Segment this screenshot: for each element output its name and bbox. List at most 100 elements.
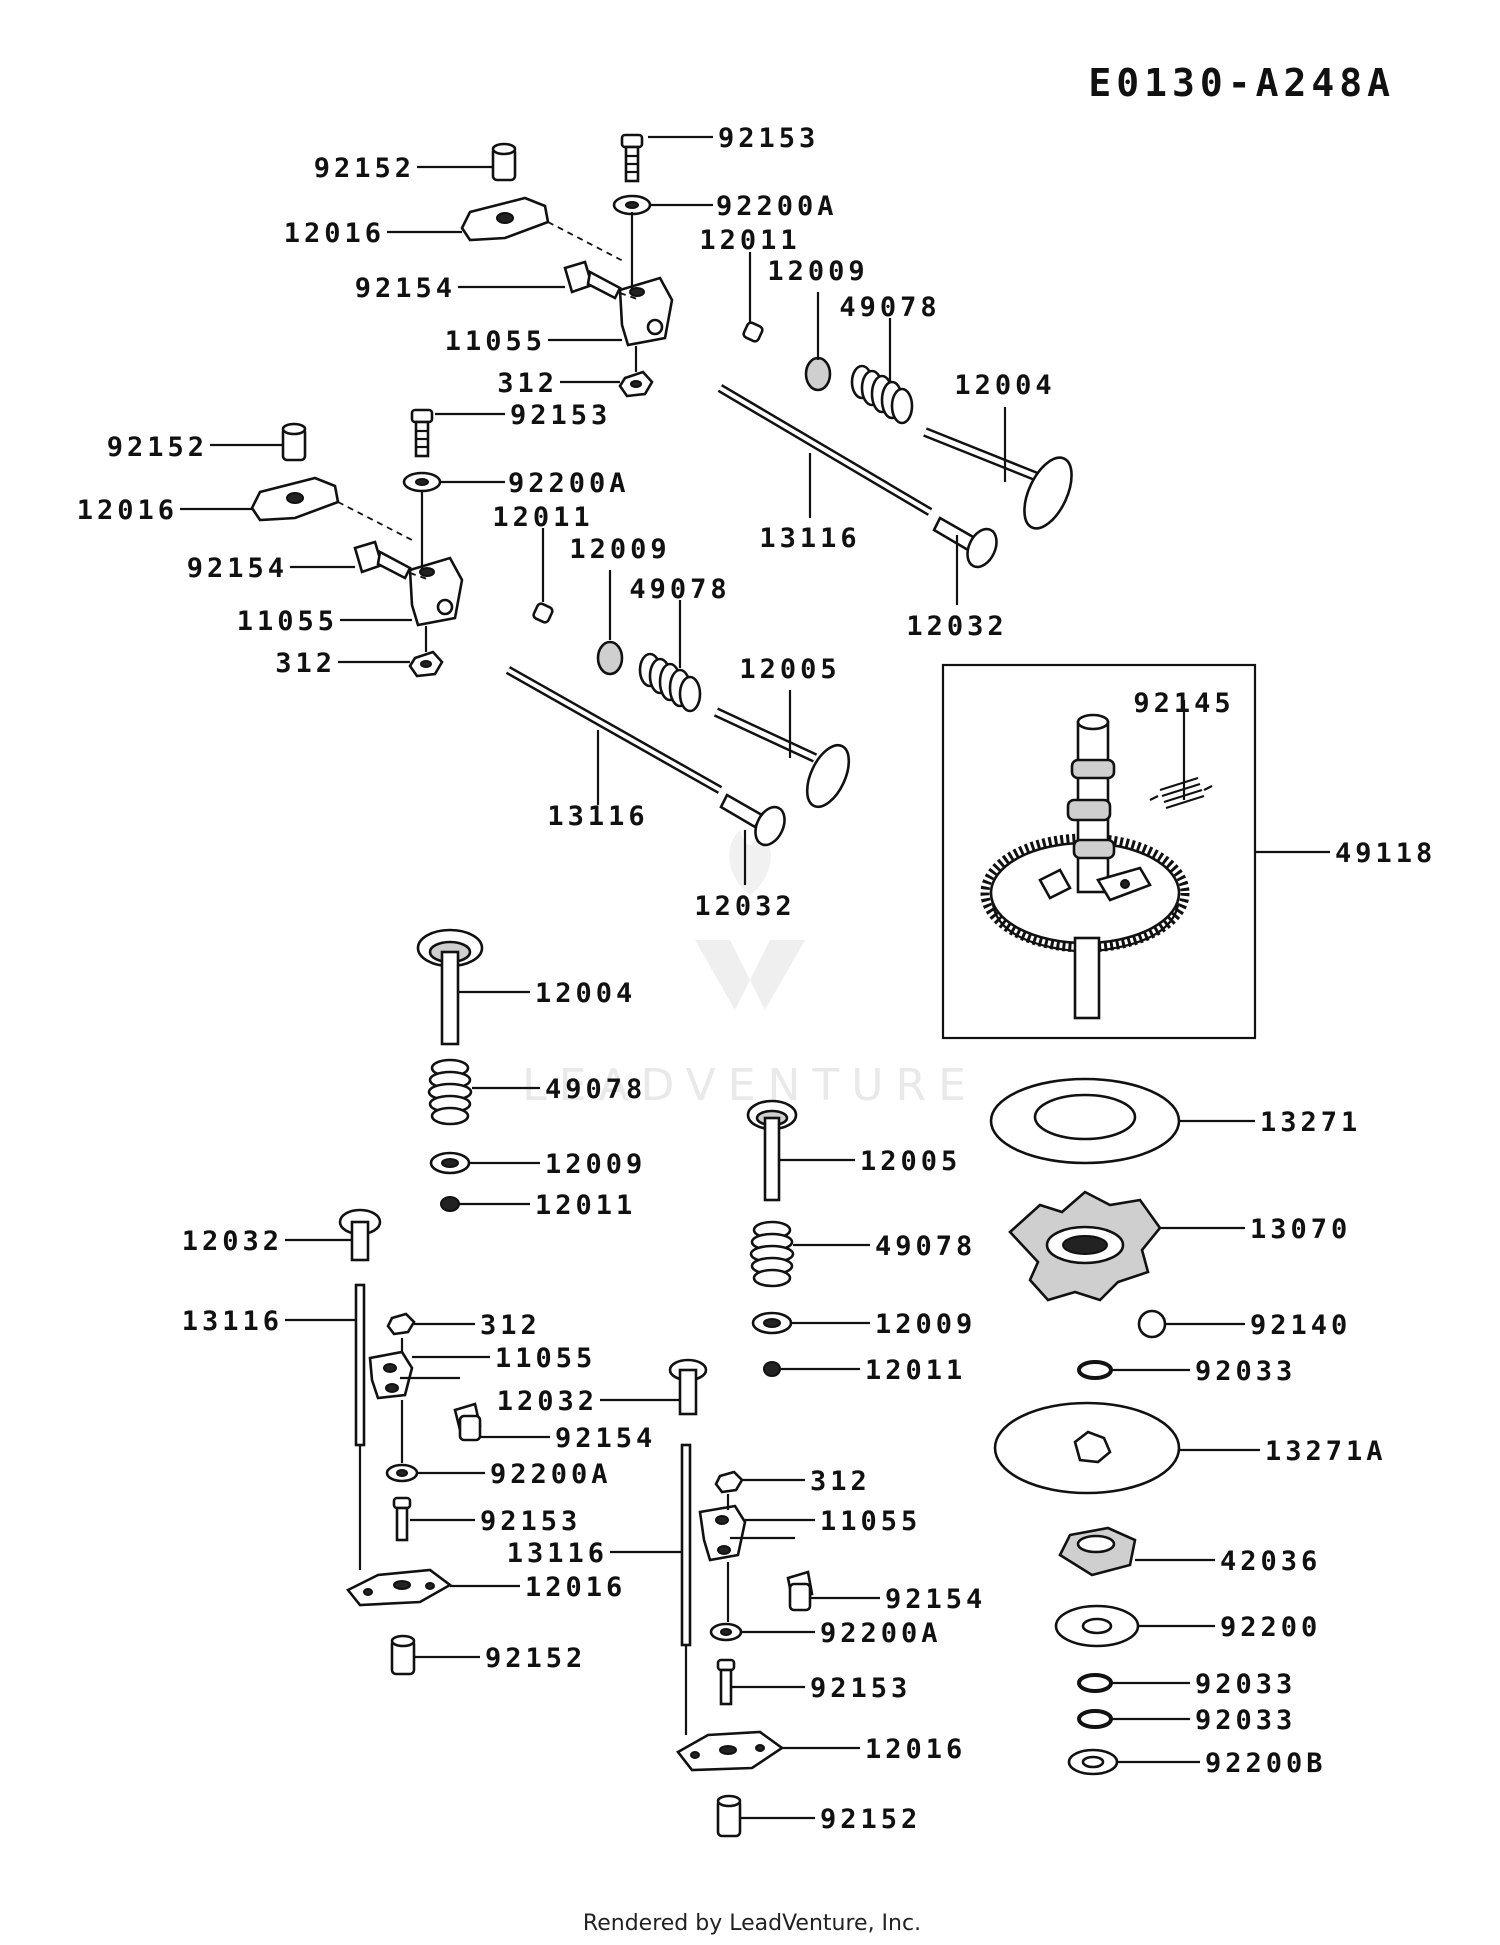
bolt-92154-upper-2[interactable] bbox=[353, 540, 431, 581]
holder-13070[interactable] bbox=[1008, 1190, 1162, 1302]
callout-92153[interactable]: 92153 bbox=[480, 1506, 581, 1537]
callout-12011[interactable]: 12011 bbox=[492, 502, 593, 533]
callout-92200B[interactable]: 92200B bbox=[1205, 1748, 1327, 1779]
pivot-92152-lower-center[interactable] bbox=[716, 1794, 742, 1838]
retainer-12009-upper-2[interactable] bbox=[596, 640, 624, 676]
callout-12004[interactable]: 12004 bbox=[535, 978, 636, 1009]
callout-12005[interactable]: 12005 bbox=[860, 1146, 961, 1177]
rocker-arm-12016-lower-left[interactable] bbox=[345, 1568, 453, 1607]
callout-12011[interactable]: 12011 bbox=[699, 225, 800, 256]
callout-11055[interactable]: 11055 bbox=[445, 326, 546, 357]
plate-13271[interactable] bbox=[989, 1077, 1181, 1165]
callout-13070[interactable]: 13070 bbox=[1250, 1214, 1351, 1245]
callout-92152[interactable]: 92152 bbox=[820, 1804, 921, 1835]
retainer-12009-upper-1[interactable] bbox=[804, 356, 832, 392]
callout-49078[interactable]: 49078 bbox=[545, 1074, 646, 1105]
callout-92200A[interactable]: 92200A bbox=[716, 191, 838, 222]
washer-92200A-upper-2[interactable] bbox=[402, 471, 442, 493]
callout-92154[interactable]: 92154 bbox=[187, 553, 288, 584]
callout-92152[interactable]: 92152 bbox=[107, 432, 208, 463]
pushrod-13116-lower-center[interactable] bbox=[680, 1443, 692, 1647]
collet-12011-upper-1[interactable] bbox=[742, 321, 764, 343]
tappet-12032-upper-2[interactable] bbox=[719, 793, 790, 850]
washer-92200A-upper-1[interactable] bbox=[612, 194, 652, 216]
callout-49078[interactable]: 49078 bbox=[629, 574, 730, 605]
washer-92200A-lower-left[interactable] bbox=[385, 1463, 419, 1483]
retainer-12009-middle-2[interactable] bbox=[751, 1311, 793, 1335]
guide-11055-lower-center[interactable] bbox=[698, 1504, 795, 1562]
bolt-92154-lower-center[interactable] bbox=[786, 1570, 814, 1612]
pivot-92152-upper-1[interactable] bbox=[491, 142, 517, 182]
callout-312[interactable]: 312 bbox=[275, 648, 336, 679]
tappet-12032-lower-center[interactable] bbox=[668, 1358, 708, 1416]
callout-12009[interactable]: 12009 bbox=[875, 1309, 976, 1340]
bolt-92154-lower-left[interactable] bbox=[453, 1402, 482, 1442]
callout-13116[interactable]: 13116 bbox=[759, 523, 860, 554]
callout-92154[interactable]: 92154 bbox=[355, 273, 456, 304]
callout-92033[interactable]: 92033 bbox=[1195, 1356, 1296, 1387]
callout-92200A[interactable]: 92200A bbox=[820, 1618, 942, 1649]
circlip-92033-2[interactable] bbox=[1077, 1673, 1113, 1693]
spring-49078-middle-2[interactable] bbox=[749, 1220, 795, 1288]
callout-12009[interactable]: 12009 bbox=[545, 1149, 646, 1180]
callout-92153[interactable]: 92153 bbox=[810, 1673, 911, 1704]
callout-12011[interactable]: 12011 bbox=[865, 1355, 966, 1386]
washer-92200[interactable] bbox=[1054, 1604, 1140, 1648]
callout-12005[interactable]: 12005 bbox=[739, 654, 840, 685]
bolt-92153-upper-1[interactable] bbox=[620, 133, 644, 183]
callout-13116[interactable]: 13116 bbox=[547, 801, 648, 832]
callout-312[interactable]: 312 bbox=[497, 368, 558, 399]
callout-92033[interactable]: 92033 bbox=[1195, 1669, 1296, 1700]
valve-12004-middle[interactable] bbox=[416, 928, 484, 1046]
callout-92033[interactable]: 92033 bbox=[1195, 1705, 1296, 1736]
callout-12009[interactable]: 12009 bbox=[569, 534, 670, 565]
callout-12011[interactable]: 12011 bbox=[535, 1190, 636, 1221]
circlip-92033-1[interactable] bbox=[1077, 1360, 1113, 1380]
washer-92200B[interactable] bbox=[1067, 1748, 1119, 1776]
pushrod-13116-upper-1[interactable] bbox=[717, 384, 933, 516]
callout-49078[interactable]: 49078 bbox=[839, 292, 940, 323]
collet-12011-upper-2[interactable] bbox=[532, 602, 554, 624]
callout-12004[interactable]: 12004 bbox=[954, 370, 1055, 401]
callout-12032[interactable]: 12032 bbox=[497, 1386, 598, 1417]
nut-42036[interactable] bbox=[1058, 1526, 1137, 1577]
callout-92200A[interactable]: 92200A bbox=[508, 468, 630, 499]
spring-49078-upper-1[interactable] bbox=[850, 364, 914, 425]
callout-13116[interactable]: 13116 bbox=[507, 1538, 608, 1569]
bolt-92154-upper-1[interactable] bbox=[563, 260, 641, 301]
guide-11055-lower-left[interactable] bbox=[368, 1350, 460, 1400]
callout-12016[interactable]: 12016 bbox=[865, 1734, 966, 1765]
callout-12016[interactable]: 12016 bbox=[525, 1572, 626, 1603]
callout-312[interactable]: 312 bbox=[810, 1466, 871, 1497]
pushrod-13116-lower-left[interactable] bbox=[354, 1283, 366, 1447]
valve-12005-middle[interactable] bbox=[746, 1099, 798, 1202]
tappet-12032-lower-left[interactable] bbox=[338, 1208, 382, 1262]
rocker-arm-12016-upper-2[interactable] bbox=[250, 476, 413, 541]
callout-13116[interactable]: 13116 bbox=[182, 1306, 283, 1337]
callout-11055[interactable]: 11055 bbox=[495, 1343, 596, 1374]
callout-92154[interactable]: 92154 bbox=[555, 1423, 656, 1454]
callout-12032[interactable]: 12032 bbox=[694, 891, 795, 922]
bolt-92153-lower-left[interactable] bbox=[392, 1496, 412, 1542]
nut-312-lower-center[interactable] bbox=[714, 1470, 744, 1494]
guide-11055-upper-2[interactable] bbox=[408, 490, 464, 627]
rocker-arm-12016-lower-center[interactable] bbox=[676, 1730, 785, 1772]
callout-92200[interactable]: 92200 bbox=[1220, 1612, 1321, 1643]
callout-12016[interactable]: 12016 bbox=[77, 495, 178, 526]
circlip-92033-3[interactable] bbox=[1077, 1709, 1113, 1729]
washer-92200A-lower-center[interactable] bbox=[709, 1622, 743, 1642]
spring-92145[interactable] bbox=[1149, 700, 1213, 810]
cup-13271A[interactable] bbox=[993, 1401, 1181, 1495]
valve-12004-upper-1[interactable] bbox=[923, 427, 1081, 535]
pivot-92152-upper-2[interactable] bbox=[281, 422, 307, 462]
callout-92200A[interactable]: 92200A bbox=[490, 1459, 612, 1490]
callout-92140[interactable]: 92140 bbox=[1250, 1310, 1351, 1341]
callout-13271[interactable]: 13271 bbox=[1260, 1107, 1361, 1138]
bolt-92153-upper-2[interactable] bbox=[410, 408, 434, 458]
callout-11055[interactable]: 11055 bbox=[820, 1506, 921, 1537]
retainer-12009-middle[interactable] bbox=[429, 1151, 471, 1175]
pivot-92152-lower-left[interactable] bbox=[390, 1634, 416, 1676]
valve-12005-upper-2[interactable] bbox=[713, 707, 857, 813]
spring-49078-upper-2[interactable] bbox=[638, 652, 702, 713]
callout-13271A[interactable]: 13271A bbox=[1265, 1436, 1387, 1467]
